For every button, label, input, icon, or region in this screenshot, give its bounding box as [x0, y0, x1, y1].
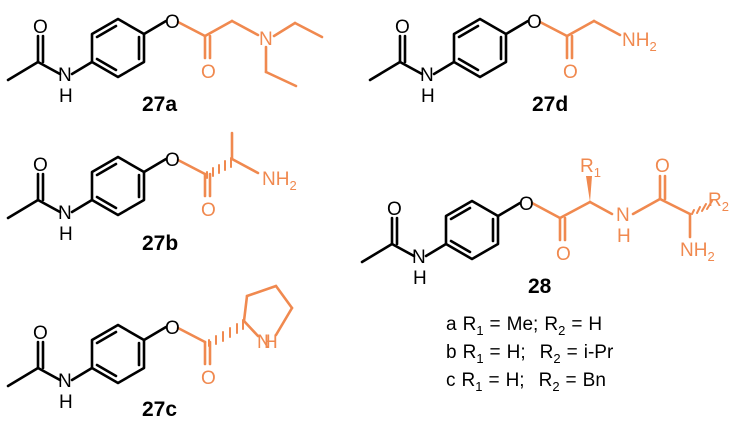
- atom-N: N: [420, 65, 434, 86]
- atom-H: H: [617, 226, 631, 247]
- atom-N: N: [257, 332, 271, 353]
- atom-N: N: [259, 29, 273, 50]
- atom-N: N: [58, 65, 72, 86]
- atom-O: O: [556, 244, 571, 265]
- atom-O: O: [201, 368, 216, 389]
- atom-O: O: [655, 156, 670, 177]
- structure-27a: O N H O O N 27a: [6, 12, 324, 116]
- atom-O: O: [33, 17, 48, 38]
- structure-27b: O N H O O NH2 27b: [6, 131, 297, 255]
- amine-NH2: NH2: [680, 240, 715, 264]
- atom-O: O: [165, 150, 180, 171]
- substituent-R1: R1: [580, 156, 601, 180]
- atom-H: H: [59, 392, 73, 413]
- atom-N: N: [58, 371, 72, 392]
- atom-O: O: [387, 199, 402, 220]
- amine-NH2: NH2: [262, 169, 297, 193]
- compound-label-27c: 27c: [142, 398, 177, 421]
- atom-N: N: [616, 205, 630, 226]
- atom-O: O: [33, 155, 48, 176]
- structure-27d: O N H O O NH2 27d: [368, 12, 657, 116]
- structure-28: O N H O O R1 N H O R2 NH2 28: [360, 156, 729, 298]
- atom-H: H: [421, 86, 435, 107]
- atom-O: O: [201, 62, 216, 83]
- structure-27c: O N H O O N H 27c: [6, 284, 294, 421]
- compound-label-27b: 27b: [142, 232, 178, 255]
- atom-N: N: [58, 203, 72, 224]
- substituent-R2: R2: [708, 190, 729, 214]
- atom-H: H: [264, 332, 278, 353]
- atom-O: O: [165, 12, 180, 33]
- atom-H: H: [413, 268, 427, 289]
- atom-O: O: [563, 62, 578, 83]
- compound-label-27d: 27d: [532, 93, 568, 116]
- atom-O: O: [527, 12, 542, 33]
- compound-label-27a: 27a: [142, 93, 177, 116]
- atom-O: O: [395, 17, 410, 38]
- atom-H: H: [59, 224, 73, 245]
- atom-O: O: [165, 318, 180, 339]
- atom-O: O: [201, 200, 216, 221]
- amine-NH2: NH2: [622, 30, 657, 54]
- atom-O: O: [519, 194, 534, 215]
- atom-H: H: [59, 86, 73, 107]
- compound-label-28: 28: [528, 275, 552, 298]
- atom-N: N: [412, 247, 426, 268]
- atom-O: O: [33, 323, 48, 344]
